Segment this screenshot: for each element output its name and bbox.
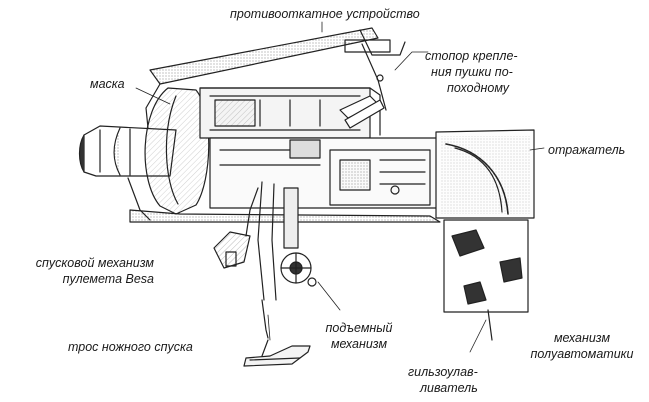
deflector bbox=[435, 129, 535, 219]
foot-trigger bbox=[243, 299, 311, 367]
label-travel-lock-line1: стопор крепле- bbox=[425, 49, 518, 63]
label-besa-trigger-line2: пулемета Besa bbox=[62, 272, 154, 286]
label-besa-trigger: спусковой механизм пулемета Besa bbox=[6, 255, 154, 287]
label-recoil-system: противооткатное устройство bbox=[230, 7, 420, 21]
label-cartridge-catcher: гильзоулав- ливатель bbox=[408, 364, 478, 396]
label-travel-lock: стопор крепле- ния пушки по- походному bbox=[425, 48, 518, 96]
label-elevation-line2: механизм bbox=[330, 337, 388, 351]
travel-lock bbox=[344, 43, 387, 129]
label-elevation-line1: подъемный bbox=[325, 321, 393, 335]
turret-roof bbox=[145, 27, 406, 129]
label-foot-trigger-cable: трос ножного спуска bbox=[68, 340, 193, 354]
besa-trigger bbox=[213, 187, 259, 269]
leader-lines bbox=[135, 21, 545, 353]
label-mantlet: маска bbox=[90, 77, 125, 91]
label-travel-lock-line2: ния пушки по- bbox=[431, 65, 513, 79]
label-cartridge-catcher-line2: ливатель bbox=[420, 381, 478, 395]
label-semiauto-line2: полуавтоматики bbox=[530, 347, 634, 361]
gun-barrel bbox=[78, 125, 177, 177]
label-elevation-mechanism: подъемный механизм bbox=[320, 320, 398, 352]
cartridge-catcher bbox=[443, 219, 529, 341]
label-semiauto-line1: механизм bbox=[553, 331, 611, 345]
label-cartridge-catcher-line1: гильзоулав- bbox=[408, 365, 478, 379]
label-travel-lock-line3: походному bbox=[447, 81, 510, 95]
cradle bbox=[199, 87, 381, 139]
breech bbox=[209, 137, 441, 209]
mantlet bbox=[144, 87, 210, 215]
elevation-mechanism bbox=[257, 181, 317, 301]
label-besa-trigger-line1: спусковой механизм bbox=[35, 256, 154, 270]
label-deflector: отражатель bbox=[548, 143, 626, 157]
label-semiauto-mechanism: механизм полуавтоматики bbox=[528, 330, 636, 362]
